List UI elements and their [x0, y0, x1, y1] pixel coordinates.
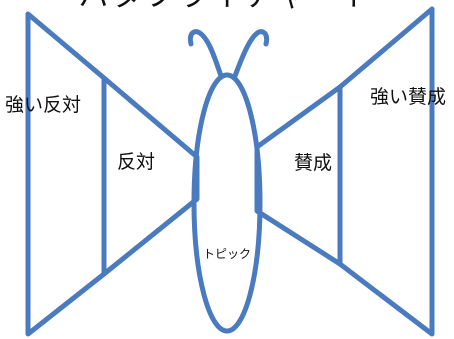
left-outer-wing [25, 11, 107, 337]
left-inner-wing [101, 75, 200, 277]
support-label: 賛成 [294, 152, 332, 174]
strong-support-label: 強い賛成 [370, 86, 446, 108]
right-antenna [232, 29, 270, 79]
strong-oppose-label: 強い反対 [5, 94, 81, 116]
chart-title: バタフライチャート [79, 0, 376, 14]
right-outer-wing [337, 6, 435, 337]
topic-body [191, 72, 263, 334]
left-antenna [187, 29, 224, 79]
topic-label: トピック [203, 247, 251, 261]
right-inner-wing [254, 84, 343, 267]
oppose-label: 反対 [117, 151, 155, 173]
